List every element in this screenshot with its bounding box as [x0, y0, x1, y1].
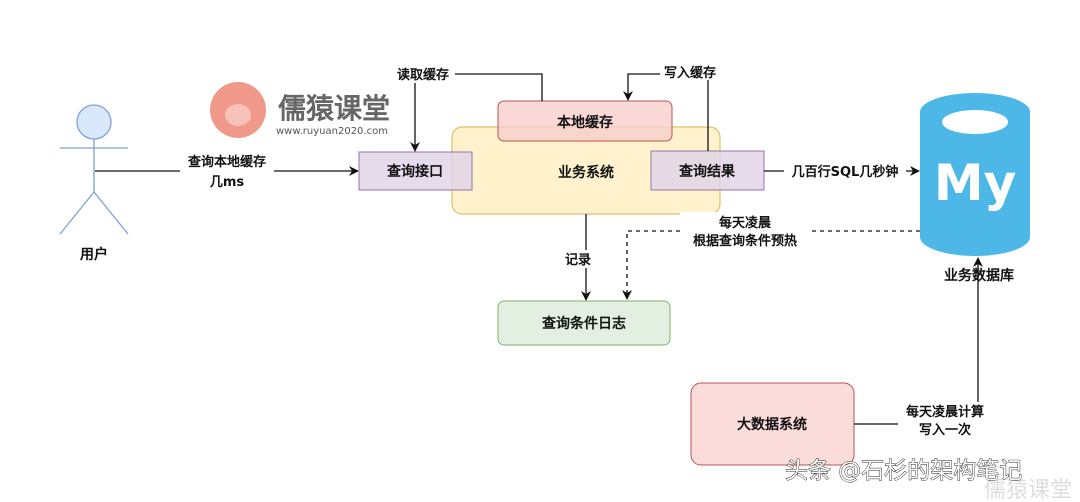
edge-write-cache-arrow	[623, 73, 660, 101]
query-log-box[interactable]	[497, 300, 671, 346]
edge-label-query-2: 几ms	[210, 175, 245, 190]
logo-url: www.ruyuan2020.com	[276, 126, 388, 137]
edge-label-query-1: 查询本地缓存	[187, 154, 266, 170]
query-interface-label: 查询接口	[387, 163, 443, 180]
watermark-brand: 儒猿课堂	[984, 478, 1072, 502]
edge-label-read-cache: 读取缓存	[397, 67, 449, 83]
edge-label-record: 记录	[565, 253, 591, 268]
mysql-logo-text: My	[934, 154, 1016, 212]
mysql-database-icon[interactable]: My	[920, 93, 1030, 256]
user-actor-icon	[59, 104, 129, 235]
database-label: 业务数据库	[944, 267, 1014, 284]
edge-label-preheat-2: 根据查询条件预热	[693, 233, 797, 249]
edge-label-write-cache: 写入缓存	[664, 65, 716, 81]
logo: 儒猿课堂 www.ruyuan2020.com	[210, 82, 390, 138]
business-system-label: 业务系统	[558, 164, 614, 181]
user-label: 用户	[80, 246, 108, 263]
local-cache-box[interactable]	[497, 100, 673, 142]
query-log-label: 查询条件日志	[542, 315, 626, 332]
watermark-text: 头条 @石杉的架构笔记	[785, 458, 1022, 484]
big-data-system-label: 大数据系统	[737, 416, 807, 433]
query-result-label: 查询结果	[679, 163, 736, 180]
edge-label-compute-2: 写入一次	[919, 422, 971, 438]
edge-preheat	[622, 230, 920, 300]
local-cache-label: 本地缓存	[557, 114, 613, 131]
query-interface-box[interactable]	[358, 151, 473, 191]
edge-label-preheat-1: 每天凌晨	[719, 215, 772, 231]
edge-read-cache	[455, 73, 543, 101]
logo-name: 儒猿课堂	[278, 92, 390, 125]
edge-label-compute-1: 每天凌晨计算	[906, 404, 984, 420]
edge-label-sql: 几百行SQL几秒钟	[792, 164, 899, 180]
